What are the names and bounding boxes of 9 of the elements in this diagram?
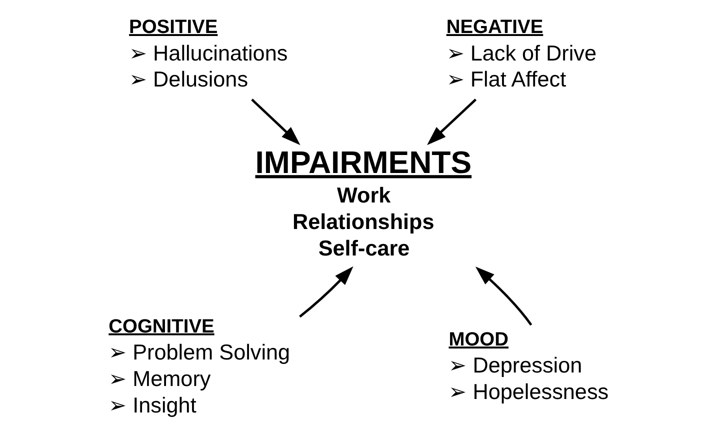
node-text: MOOD ➢ Depression ➢ Hopelessness <box>448 330 609 404</box>
arrow <box>475 266 532 326</box>
node-text: POSITIVE ➢ Hallucinations ➢ Delusions <box>129 17 288 92</box>
arrow <box>299 266 354 318</box>
node-text: IMPAIRMENTS Work Relationships Self-care <box>255 145 472 261</box>
node-text: COGNITIVE ➢ Problem Solving ➢ Memory ➢ Insight <box>108 316 290 418</box>
arrow <box>251 98 300 146</box>
arrow <box>426 98 477 146</box>
node-text: NEGATIVE ➢ Lack of Drive ➢ Flat Affect <box>446 17 597 92</box>
